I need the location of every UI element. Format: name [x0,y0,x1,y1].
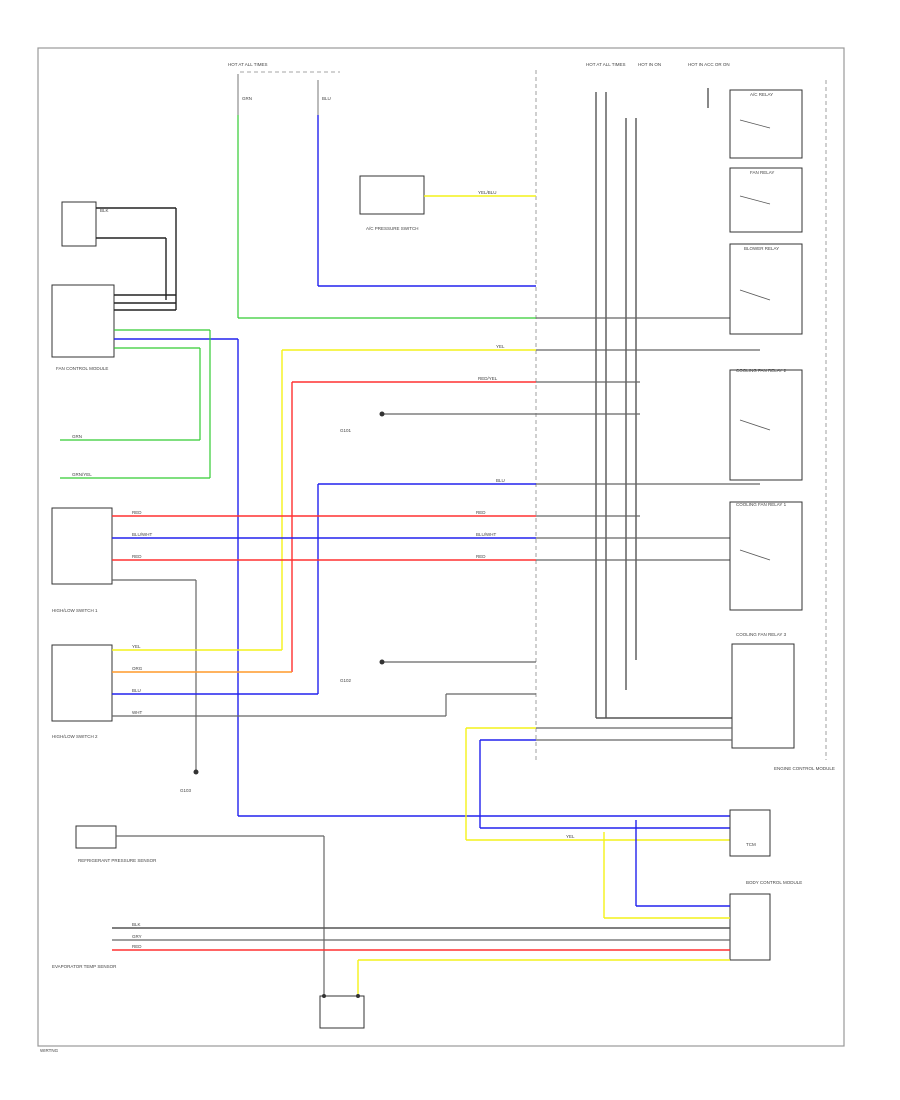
svg-text:RED: RED [132,510,142,515]
svg-text:YEL: YEL [566,834,575,839]
svg-text:GRY: GRY [132,934,142,939]
fuse-label-1: GRN [242,96,252,101]
hi-low-switch-2-label: HIGH/LOW SWITCH 2 [52,734,98,739]
svg-text:RED: RED [476,510,486,515]
tcm-label: TCM [746,842,756,847]
svg-text:GRN/YEL: GRN/YEL [72,472,92,477]
svg-text:GRN: GRN [72,434,82,439]
svg-text:BLK: BLK [132,922,141,927]
footer-code: WIRTNG [40,1048,59,1053]
relay-label-1: A/C RELAY [750,92,773,97]
ac-pressure-switch-box [359,175,425,215]
relay-label-5: COOLING FAN RELAY 1 [736,502,787,507]
ground-label-1: G101 [340,428,352,433]
svg-text:BLU: BLU [132,688,141,693]
relay-box-3 [729,243,803,335]
ac-pressure-switch-label: A/C PRESSURE SWITCH [366,226,419,231]
fan-control-module-label: FAN CONTROL MODULE [56,366,108,371]
relay-box-4 [729,369,803,481]
refrigerant-sensor-box [75,825,117,849]
top-label-1: HOT AT ALL TIMES [586,62,626,67]
svg-text:BLU/WHT: BLU/WHT [132,532,153,537]
top-label-3: HOT IN ACC OR ON [688,62,730,67]
refrigerant-sensor-label: REFRIGERANT PRESSURE SENSOR [78,858,157,863]
bcm-label: BODY CONTROL MODULE [746,880,802,885]
pcm-box [731,643,795,749]
hi-low-switch-1-box [51,507,113,585]
svg-text:BLU: BLU [496,478,505,483]
top-label-2: HOT IN ON [638,62,661,67]
svg-text:YEL: YEL [496,344,505,349]
svg-text:RED/YEL: RED/YEL [478,376,498,381]
fan-control-module-box [51,284,115,358]
bcm-box [729,893,771,961]
hi-low-switch-1-label: HIGH/LOW SWITCH 1 [52,608,98,613]
svg-text:WHT: WHT [132,710,142,715]
diagram-border [37,47,845,1047]
relay-label-4: COOLING FAN RELAY 2 [736,368,787,373]
relay-box-5 [729,501,803,611]
ground-label-3: G103 [180,788,192,793]
cooling-fan-motor-label: BLK [100,208,109,213]
fuse-label-2: BLU [322,96,331,101]
svg-text:RED: RED [476,554,486,559]
svg-text:YEL: YEL [132,644,141,649]
relay-box-2 [729,167,803,233]
ground-label-2: G102 [340,678,352,683]
evap-sensor-label: EVAPORATOR TEMP SENSOR [52,964,117,969]
relay-box-1 [729,89,803,159]
relay-label-6: COOLING FAN RELAY 3 [736,632,787,637]
relay-label-2: FAN RELAY [750,170,774,175]
svg-text:YEL/BLU: YEL/BLU [478,190,497,195]
relay-label-3: BLOWER RELAY [744,246,779,251]
svg-text:ORG: ORG [132,666,143,671]
tcm-box [729,809,771,857]
cooling-fan-motor-box [61,201,97,247]
pcm-label: ENGINE CONTROL MODULE [774,766,835,771]
top-label-left: HOT AT ALL TIMES [228,62,268,67]
svg-text:BLU/WHT: BLU/WHT [476,532,497,537]
svg-text:RED: RED [132,554,142,559]
pressure-switch-bottom-box [319,995,365,1029]
svg-text:RED: RED [132,944,142,949]
hi-low-switch-2-box [51,644,113,722]
